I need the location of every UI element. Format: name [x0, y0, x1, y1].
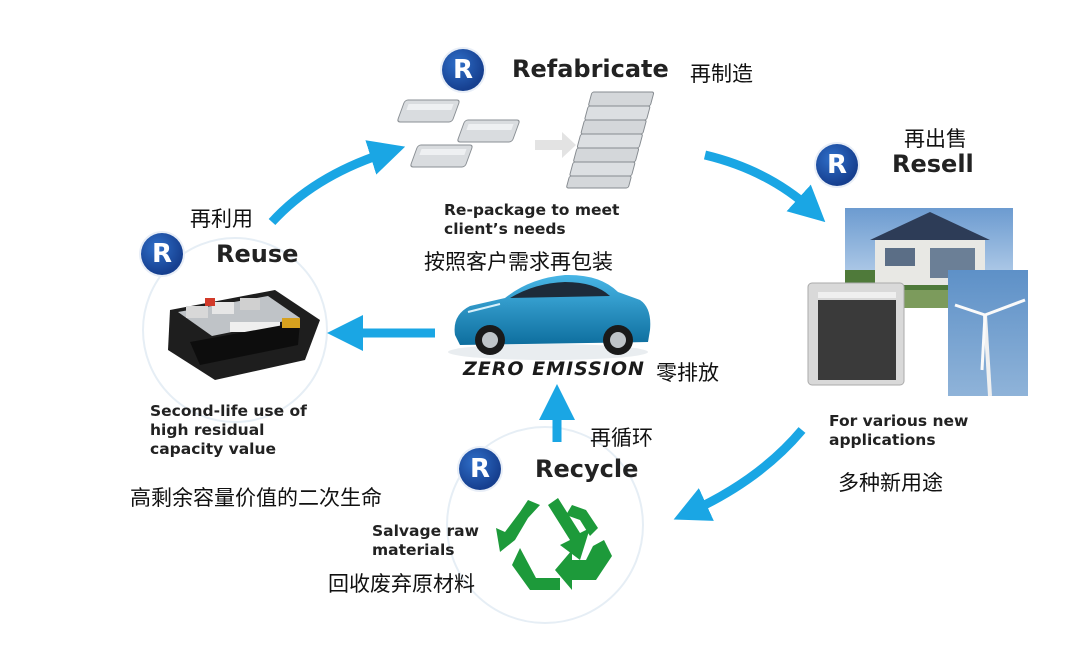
battery-pack-icon: [168, 290, 320, 380]
resell-badge: R: [816, 144, 858, 186]
wind-turbine-icon: [948, 270, 1028, 397]
reuse-desc-line: high residual: [150, 421, 265, 439]
recycle-circle: [446, 426, 644, 624]
resell-title-cn: 再出售: [904, 127, 967, 151]
recycle-badge: R: [459, 448, 501, 490]
refabricate-badge: R: [442, 49, 484, 91]
reuse-description-cn: 高剩余容量价值的二次生命: [130, 486, 382, 510]
zero-emission-cn: 零排放: [656, 361, 719, 385]
resell-description-cn: 多种新用途: [838, 471, 943, 495]
arrow-refabricate-to-resell: [703, 150, 826, 223]
recycle-icon: [496, 498, 612, 590]
reuse-title: Reuse: [216, 240, 299, 268]
reuse-desc-line: capacity value: [150, 440, 277, 458]
refabricate-description: Re-package to meet client’s needs: [444, 201, 619, 239]
reuse-title-cn: 再利用: [190, 207, 253, 231]
recycle-desc-line: materials: [372, 541, 455, 559]
recycle-desc-line: Salvage raw: [372, 522, 479, 540]
reuse-description: Second-life use of high residual capacit…: [150, 402, 307, 459]
reuse-desc-line: Second-life use of: [150, 402, 307, 420]
arrow-resell-to-recycle: [673, 427, 806, 521]
refabricate-desc-line: Re-package to meet: [444, 201, 620, 219]
refabricate-title: Refabricate: [512, 55, 669, 83]
recycle-description-cn: 回收废弃原材料: [328, 572, 475, 596]
electric-car-icon: [448, 274, 651, 360]
recycle-title-cn: 再循环: [590, 426, 653, 450]
battery-stack-icon: [566, 91, 655, 189]
recycle-title: Recycle: [535, 455, 639, 483]
refabricate-title-cn: 再制造: [690, 62, 753, 86]
battery-module-icon: [397, 99, 520, 168]
repackage-arrow-icon: [535, 132, 576, 158]
reuse-badge: R: [141, 233, 183, 275]
resell-description: For various new applications: [829, 412, 968, 450]
arrow-reuse-to-refabricate: [268, 140, 406, 226]
resell-desc-line: applications: [829, 431, 936, 449]
home-battery-icon: [807, 282, 905, 386]
resell-desc-line: For various new: [829, 412, 969, 430]
resell-title: Resell: [892, 150, 974, 178]
refabricate-description-cn: 按照客户需求再包装: [424, 250, 613, 274]
refabricate-desc-line: client’s needs: [444, 220, 566, 238]
recycle-description: Salvage raw materials: [372, 522, 479, 560]
zero-emission-logo: ZERO EMISSION: [463, 358, 645, 380]
